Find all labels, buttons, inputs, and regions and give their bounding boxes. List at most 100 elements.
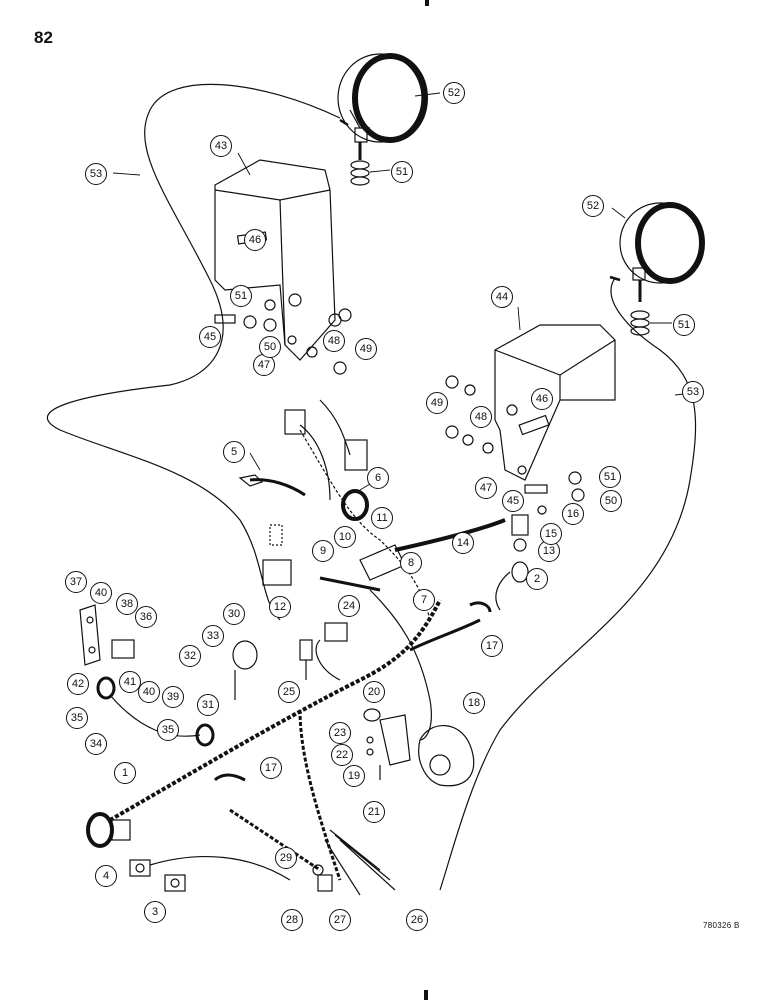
bottom-registration-mark bbox=[424, 990, 428, 1000]
callout-40-2: 40 bbox=[138, 681, 160, 703]
switch-4 bbox=[129, 859, 151, 877]
callout-4: 4 bbox=[95, 865, 117, 887]
pigtail-wires bbox=[324, 829, 396, 896]
switch-25 bbox=[299, 639, 313, 680]
callout-1: 1 bbox=[114, 762, 136, 784]
bracket-37 bbox=[79, 604, 101, 666]
horn-18 bbox=[379, 714, 475, 787]
callout-30: 30 bbox=[223, 603, 245, 625]
callout-5: 5 bbox=[223, 441, 245, 463]
callout-27: 27 bbox=[329, 909, 351, 931]
callout-17-2: 17 bbox=[481, 635, 503, 657]
callout-2: 2 bbox=[526, 568, 548, 590]
callout-9: 9 bbox=[312, 540, 334, 562]
callout-51-3: 51 bbox=[673, 314, 695, 336]
callout-18: 18 bbox=[463, 692, 485, 714]
connector-1 bbox=[86, 812, 131, 848]
callout-26: 26 bbox=[406, 909, 428, 931]
ground-wire-17 bbox=[213, 773, 246, 782]
callout-52: 52 bbox=[443, 82, 465, 104]
callout-39: 39 bbox=[162, 686, 184, 708]
page-number: 82 bbox=[34, 28, 53, 47]
gauge-30 bbox=[232, 640, 258, 700]
callout-51-2: 51 bbox=[391, 161, 413, 183]
lamp-bracket-43 bbox=[214, 159, 336, 361]
harness-wire-53-right bbox=[439, 277, 697, 891]
callout-46-2: 46 bbox=[531, 388, 553, 410]
callout-19: 19 bbox=[343, 765, 365, 787]
callout-46: 46 bbox=[244, 229, 266, 251]
callout-47-2: 47 bbox=[475, 477, 497, 499]
callout-50: 50 bbox=[259, 336, 281, 358]
switch-36 bbox=[111, 639, 135, 659]
callout-33: 33 bbox=[202, 625, 224, 647]
callout-8: 8 bbox=[400, 552, 422, 574]
callout-11: 11 bbox=[371, 507, 393, 529]
callout-42: 42 bbox=[67, 673, 89, 695]
callout-51-4: 51 bbox=[599, 466, 621, 488]
wire-5 bbox=[249, 478, 306, 497]
callout-43: 43 bbox=[210, 135, 232, 157]
cable-34 bbox=[109, 694, 201, 737]
callout-28: 28 bbox=[281, 909, 303, 931]
callout-3: 3 bbox=[144, 901, 166, 923]
main-harness bbox=[109, 599, 442, 822]
callout-29: 29 bbox=[275, 847, 297, 869]
clip-27 bbox=[317, 874, 333, 892]
callout-40: 40 bbox=[90, 582, 112, 604]
callout-21: 21 bbox=[363, 801, 385, 823]
callout-44: 44 bbox=[491, 286, 513, 308]
switch-13 bbox=[511, 514, 529, 552]
callout-22: 22 bbox=[331, 744, 353, 766]
switch-3 bbox=[164, 874, 186, 892]
callout-52-2: 52 bbox=[582, 195, 604, 217]
callout-49: 49 bbox=[355, 338, 377, 360]
callout-23: 23 bbox=[329, 722, 351, 744]
callout-45-2: 45 bbox=[502, 490, 524, 512]
callout-12: 12 bbox=[269, 596, 291, 618]
harness-wire-53-left bbox=[46, 83, 341, 621]
callout-10: 10 bbox=[334, 526, 356, 548]
work-lamp-right bbox=[609, 202, 705, 302]
callout-45: 45 bbox=[199, 326, 221, 348]
callout-35-2: 35 bbox=[157, 719, 179, 741]
callout-53-2: 53 bbox=[682, 381, 704, 403]
callout-20: 20 bbox=[363, 681, 385, 703]
callout-38: 38 bbox=[116, 593, 138, 615]
callout-17: 17 bbox=[260, 757, 282, 779]
callout-31: 31 bbox=[197, 694, 219, 716]
callout-7: 7 bbox=[413, 589, 435, 611]
callout-34: 34 bbox=[85, 733, 107, 755]
callout-48: 48 bbox=[323, 330, 345, 352]
lamp-washers-top bbox=[350, 160, 370, 186]
callout-32: 32 bbox=[179, 645, 201, 667]
callout-41: 41 bbox=[119, 671, 141, 693]
work-lamp-top bbox=[337, 53, 428, 160]
figure-code: 780326 B bbox=[703, 921, 740, 930]
callout-16: 16 bbox=[562, 503, 584, 525]
horn-bracket bbox=[363, 708, 381, 780]
harness-connectors-6 bbox=[284, 399, 431, 621]
top-registration-mark bbox=[425, 0, 429, 6]
callout-37: 37 bbox=[65, 571, 87, 593]
callout-50-2: 50 bbox=[600, 490, 622, 512]
callout-49-2: 49 bbox=[426, 392, 448, 414]
lamp-bracket-44 bbox=[494, 324, 616, 481]
callout-6: 6 bbox=[367, 467, 389, 489]
callout-24: 24 bbox=[338, 595, 360, 617]
ground-wire-17b bbox=[469, 601, 492, 613]
switch-24 bbox=[315, 622, 348, 681]
relay-12 bbox=[262, 524, 292, 586]
callout-48-2: 48 bbox=[470, 406, 492, 428]
callout-35: 35 bbox=[66, 707, 88, 729]
lamp-washers-right bbox=[630, 310, 650, 336]
callout-51: 51 bbox=[230, 285, 252, 307]
callout-25: 25 bbox=[278, 681, 300, 703]
callout-15: 15 bbox=[540, 523, 562, 545]
hardware-right bbox=[445, 375, 585, 515]
callout-53: 53 bbox=[85, 163, 107, 185]
callout-14: 14 bbox=[452, 532, 474, 554]
callout-36: 36 bbox=[135, 606, 157, 628]
